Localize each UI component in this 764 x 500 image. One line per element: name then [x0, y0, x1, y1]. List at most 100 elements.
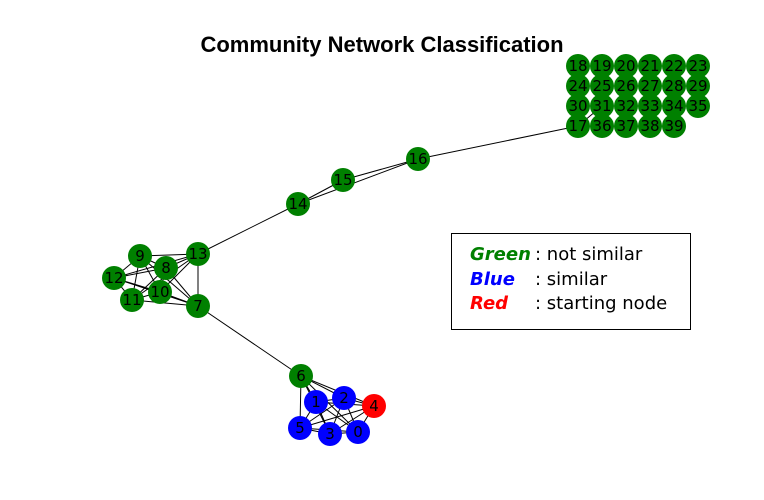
node-5 — [288, 416, 312, 440]
node-circle — [614, 114, 638, 138]
node-circle — [686, 54, 710, 78]
node-label: 25 — [592, 77, 611, 95]
edge-14-16 — [297, 158, 419, 205]
node-circle — [590, 54, 614, 78]
node-circle — [614, 54, 638, 78]
node-circle — [289, 364, 313, 388]
node-label: 26 — [616, 77, 635, 95]
node-10 — [148, 280, 172, 304]
node-circle — [686, 74, 710, 98]
node-label: 22 — [664, 57, 683, 75]
node-27 — [638, 74, 662, 98]
node-circle — [332, 386, 356, 410]
node-circle — [186, 294, 210, 318]
node-32 — [614, 94, 638, 118]
node-circle — [304, 390, 328, 414]
node-31 — [590, 94, 614, 118]
node-label: 8 — [161, 259, 171, 277]
node-3 — [318, 422, 342, 446]
node-7 — [186, 294, 210, 318]
node-label: 31 — [592, 97, 611, 115]
legend-key: Blue — [470, 269, 515, 290]
node-36 — [590, 114, 614, 138]
node-34 — [662, 94, 686, 118]
node-circle — [662, 114, 686, 138]
legend: Green: not similar Blue: similar Red: st… — [451, 233, 691, 330]
node-label: 29 — [688, 77, 707, 95]
node-label: 38 — [640, 117, 659, 135]
node-label: 39 — [664, 117, 683, 135]
node-circle — [362, 394, 386, 418]
legend-item-blue: Blue: similar — [470, 269, 607, 290]
node-21 — [638, 54, 662, 78]
node-label: 19 — [592, 57, 611, 75]
legend-desc: : starting node — [535, 293, 668, 314]
node-circle — [590, 74, 614, 98]
node-label: 36 — [592, 117, 611, 135]
node-circle — [638, 114, 662, 138]
node-label: 6 — [296, 367, 306, 385]
node-18 — [566, 54, 590, 78]
node-circle — [186, 242, 210, 266]
node-label: 17 — [568, 117, 587, 135]
node-circle — [120, 288, 144, 312]
node-label: 16 — [408, 150, 427, 168]
edge-4-5 — [299, 405, 375, 429]
chart-title: Community Network Classification — [200, 32, 564, 57]
node-circle — [662, 54, 686, 78]
node-label: 21 — [640, 57, 659, 75]
node-label: 30 — [568, 97, 587, 115]
node-label: 34 — [664, 97, 683, 115]
node-circle — [614, 94, 638, 118]
node-label: 32 — [616, 97, 635, 115]
node-8 — [154, 256, 178, 280]
node-circle — [128, 244, 152, 268]
edge-16-17 — [417, 125, 579, 160]
node-circle — [331, 168, 355, 192]
node-label: 3 — [325, 425, 335, 443]
node-label: 23 — [688, 57, 707, 75]
node-label: 15 — [333, 171, 352, 189]
node-37 — [614, 114, 638, 138]
edge-15-16 — [342, 158, 419, 181]
node-14 — [286, 192, 310, 216]
node-label: 12 — [104, 269, 123, 287]
node-9 — [128, 244, 152, 268]
node-1 — [304, 390, 328, 414]
node-25 — [590, 74, 614, 98]
node-28 — [662, 74, 686, 98]
node-33 — [638, 94, 662, 118]
node-circle — [638, 94, 662, 118]
node-4 — [362, 394, 386, 418]
node-circle — [590, 94, 614, 118]
node-6 — [289, 364, 313, 388]
node-2 — [332, 386, 356, 410]
node-label: 4 — [369, 397, 379, 415]
node-label: 0 — [353, 423, 363, 441]
node-label: 18 — [568, 57, 587, 75]
node-26 — [614, 74, 638, 98]
node-label: 33 — [640, 97, 659, 115]
node-circle — [566, 74, 590, 98]
node-39 — [662, 114, 686, 138]
node-circle — [406, 147, 430, 171]
node-label: 10 — [150, 283, 169, 301]
legend-key: Red — [470, 293, 509, 314]
node-circle — [346, 420, 370, 444]
node-circle — [102, 266, 126, 290]
node-circle — [566, 94, 590, 118]
node-38 — [638, 114, 662, 138]
node-circle — [288, 416, 312, 440]
node-circle — [686, 94, 710, 118]
edge-7-9 — [139, 255, 199, 307]
node-15 — [331, 168, 355, 192]
node-label: 24 — [568, 77, 587, 95]
node-circle — [566, 54, 590, 78]
node-label: 9 — [135, 247, 145, 265]
legend-key: Green — [470, 244, 531, 265]
node-label: 37 — [616, 117, 635, 135]
node-label: 5 — [295, 419, 305, 437]
node-label: 13 — [188, 245, 207, 263]
node-12 — [102, 266, 126, 290]
node-circle — [614, 74, 638, 98]
